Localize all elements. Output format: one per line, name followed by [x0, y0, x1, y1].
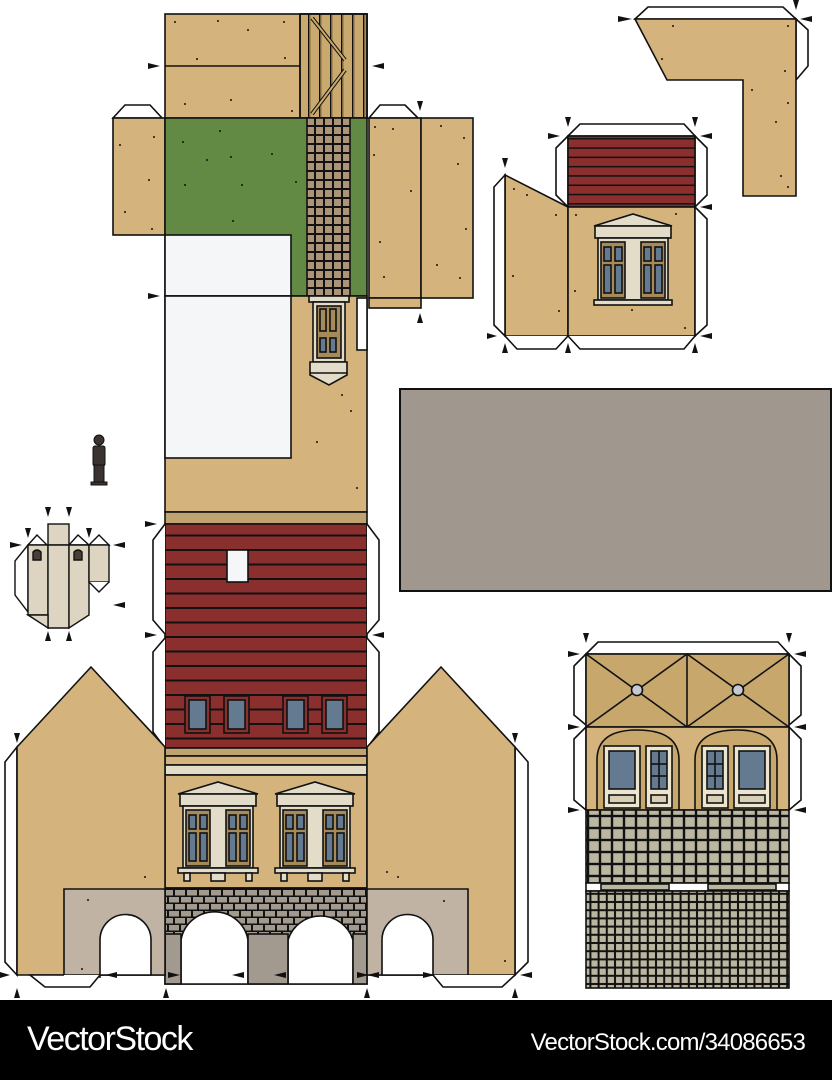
chimney-net [14, 523, 111, 630]
timber-frame [299, 13, 368, 119]
paper-model-illustration [0, 0, 832, 998]
gray-base-plate [399, 388, 832, 592]
dormer-net [493, 123, 708, 350]
arcade-vault-net [573, 641, 802, 989]
arcade-arches [164, 887, 368, 985]
texture-speckles [81, 20, 789, 978]
vectorstock-footer: VectorStock VectorStock.com/34086653 [0, 1000, 832, 1080]
roof-dormer-windows [184, 695, 348, 734]
vectorstock-image-url: VectorStock.com/34086653 [530, 1029, 806, 1056]
l-shaped-wall [632, 6, 809, 197]
left-gable-wall [4, 665, 166, 988]
oriel-window [308, 295, 350, 386]
scale-figure [90, 434, 108, 486]
registration-marks [0, 0, 812, 998]
right-gable-wall [366, 665, 529, 988]
vectorstock-logo-text: VectorStock [27, 1020, 193, 1058]
facade-windows [177, 781, 356, 882]
